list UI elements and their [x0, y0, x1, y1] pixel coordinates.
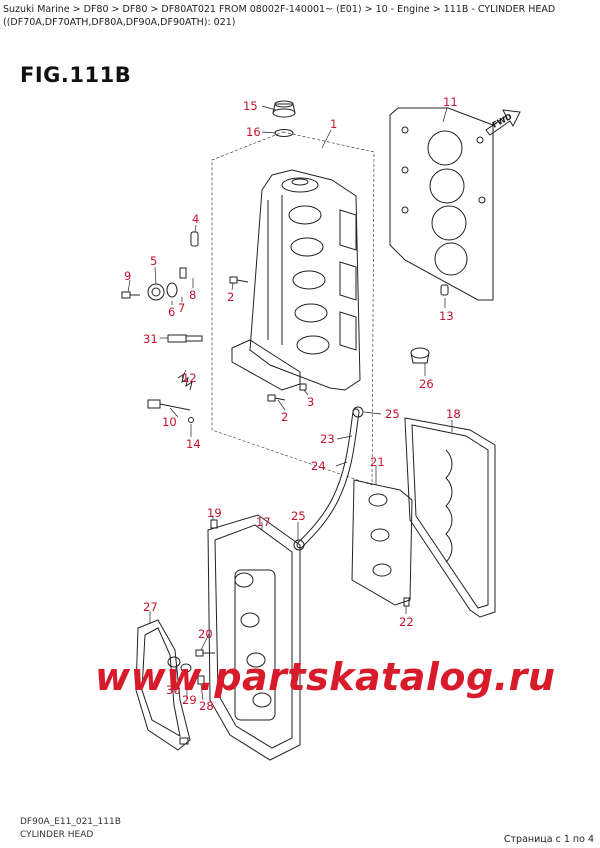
bolt-20 [195, 649, 215, 657]
cylinder-head [249, 169, 361, 391]
callout-1: 1 [330, 117, 337, 131]
breadcrumb[interactable]: Suzuki Marine > DF80 > DF80 > DF80AT021 … [3, 4, 556, 28]
callout-22: 22 [399, 615, 414, 629]
callout-11: 11 [443, 95, 458, 109]
callout-8: 8 [189, 288, 196, 302]
o-ring [274, 129, 294, 137]
callout-19: 19 [207, 506, 222, 520]
bolt-19 [210, 519, 218, 529]
callout-31: 31 [143, 332, 158, 346]
bolt-2a [229, 276, 249, 284]
figure-code: DF90A_E11_021_111B [20, 817, 121, 827]
callout-26: 26 [419, 377, 434, 391]
callout-12: 12 [182, 371, 197, 385]
dowel-pin [440, 284, 449, 296]
head-cover-gasket [404, 417, 496, 618]
screw-22 [403, 597, 410, 607]
bolt-2b [267, 394, 286, 402]
callout-2-upper: 2 [227, 290, 234, 304]
callout-7: 7 [178, 301, 185, 315]
callout-4: 4 [192, 212, 199, 226]
bolt-10 [147, 399, 191, 411]
hose-clamp-top [352, 406, 364, 418]
thermostat-housing [147, 283, 165, 301]
callout-15: 15 [243, 99, 258, 113]
figure-caption: CYLINDER HEAD [20, 830, 94, 840]
bolt-9 [121, 291, 140, 299]
fwd-label: FWD [491, 112, 514, 130]
pager: Страница с 1 по 4 [503, 834, 594, 845]
callout-13: 13 [439, 309, 454, 323]
watermark: www.partskatalog.ru [95, 655, 556, 699]
callout-5: 5 [150, 254, 157, 268]
callout-27: 27 [143, 600, 158, 614]
callout-16: 16 [246, 125, 261, 139]
callout-21: 21 [370, 455, 385, 469]
callout-30: 30 [166, 683, 181, 697]
callout-25-top: 25 [385, 407, 400, 421]
callout-6: 6 [168, 305, 175, 319]
leader-lines [127, 105, 453, 701]
callout-24: 24 [311, 459, 326, 473]
callout-18: 18 [446, 407, 461, 421]
callout-25-bottom: 25 [291, 509, 306, 523]
cover-panel [135, 619, 191, 751]
baffle-plate [351, 479, 413, 606]
grommet-30 [167, 656, 181, 668]
clip [179, 737, 189, 745]
cylinder-head-gasket [389, 107, 494, 301]
callout-23: 23 [320, 432, 335, 446]
callout-9: 9 [124, 269, 131, 283]
callout-20: 20 [198, 627, 213, 641]
hose-clamp-bottom [293, 539, 305, 551]
assembly-boundary [211, 131, 375, 486]
figure-title: FIG.111B [20, 63, 132, 87]
oil-filler-cap [272, 100, 296, 118]
callout-17: 17 [256, 515, 271, 529]
dowel [190, 231, 199, 247]
callout-29: 29 [182, 693, 197, 707]
gasket-ring [166, 282, 178, 298]
pin-3 [299, 383, 307, 391]
callout-28: 28 [199, 699, 214, 713]
washer [188, 417, 194, 423]
cylinder-head-cover [207, 514, 301, 761]
camshaft-holder [231, 339, 301, 391]
callout-2-lower: 2 [281, 410, 288, 424]
callout-3: 3 [307, 395, 314, 409]
callout-14: 14 [186, 437, 201, 451]
callout-10: 10 [162, 415, 177, 429]
fwd-arrow-icon: FWD [485, 109, 521, 136]
collar-29 [180, 663, 192, 673]
breather-fitting [410, 347, 430, 364]
stud-bolt [179, 267, 187, 279]
spark-plug [167, 334, 203, 343]
